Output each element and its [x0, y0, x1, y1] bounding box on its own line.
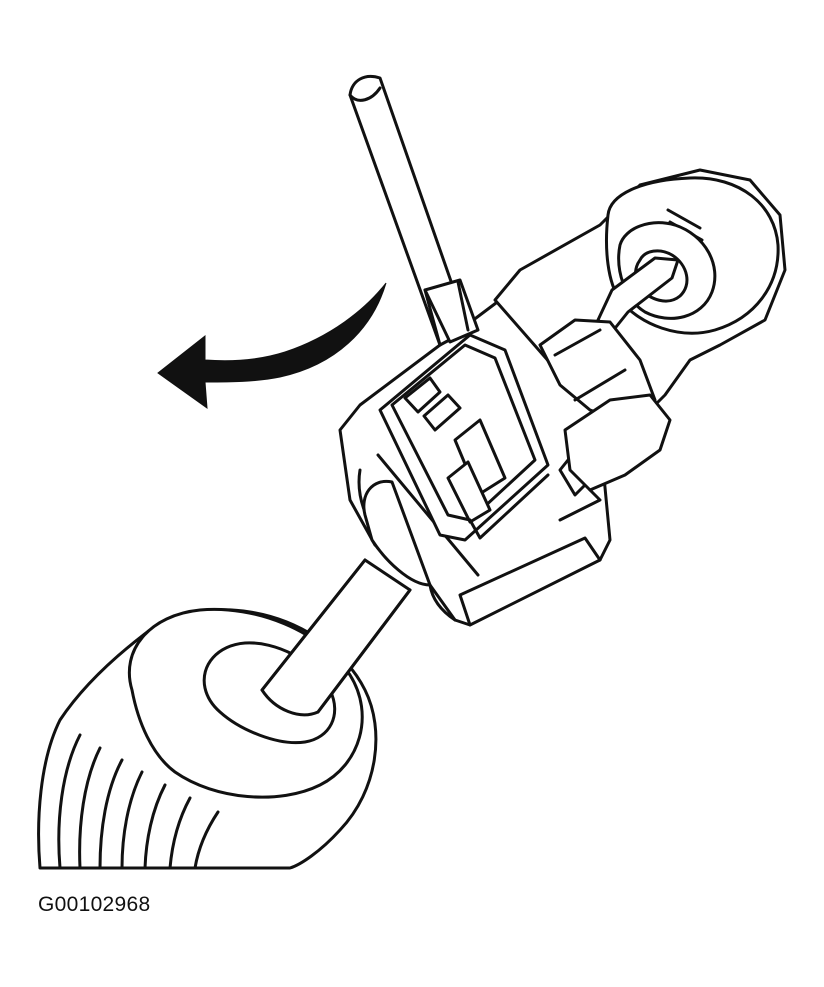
screwdriver-icon [348, 74, 480, 347]
figure-id-label: G00102968 [38, 893, 151, 916]
electrical-connector-icon [378, 333, 550, 542]
curved-arrow-left-icon [157, 282, 387, 410]
universal-joint-icon [338, 168, 787, 627]
steering-shaft-icon [260, 558, 412, 717]
